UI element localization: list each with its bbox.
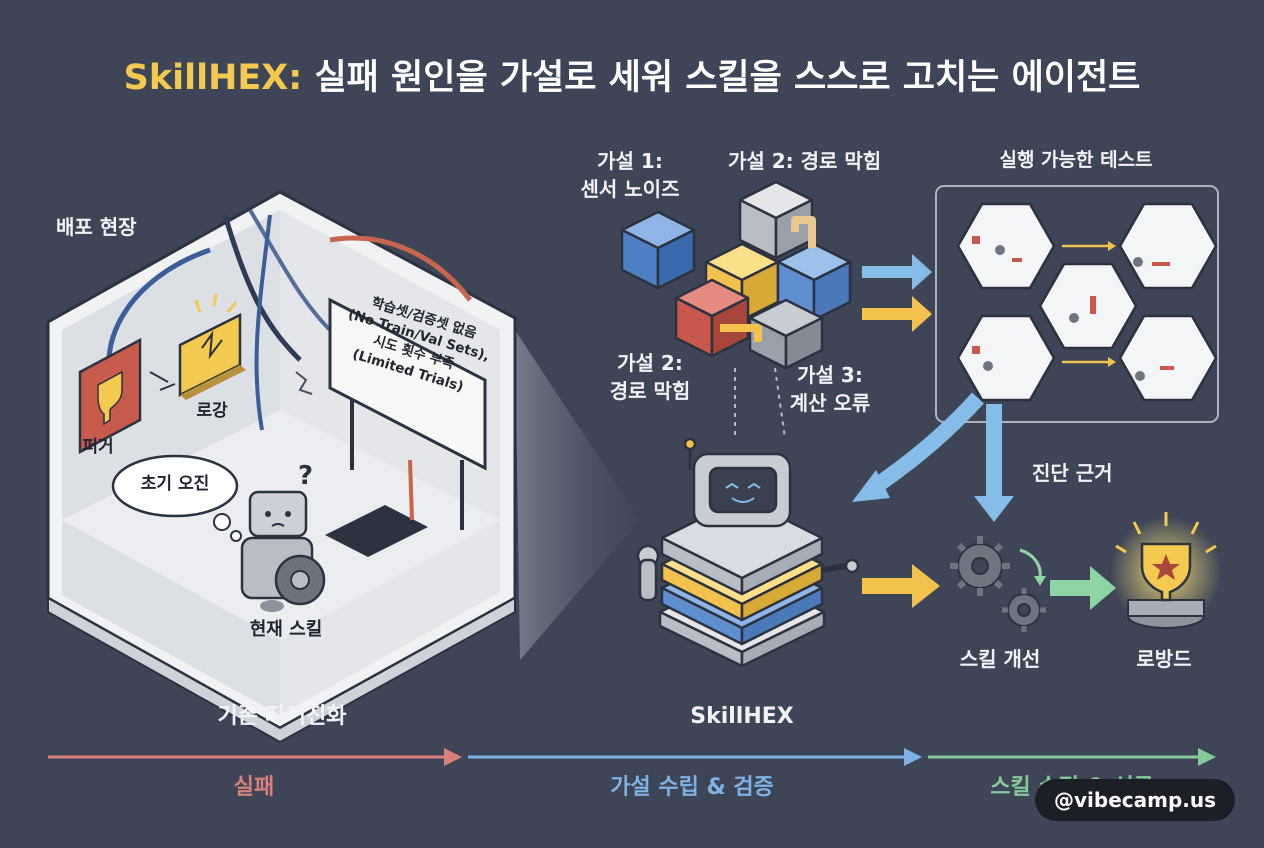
- dashed-link: [774, 367, 786, 439]
- phase-fail: 실패: [233, 775, 275, 800]
- hypothesis-1-desc: 센서 노이즈: [580, 177, 680, 201]
- title-highlight: SkillHEX:: [123, 58, 303, 98]
- phase-hypothesis: 가설 수립 & 검증: [610, 775, 774, 800]
- hypothesis-3-desc: 계산 오류: [789, 391, 871, 415]
- arrow-to-success: [1050, 566, 1116, 610]
- watermark-badge: @vibecamp.us: [1035, 779, 1235, 821]
- current-skill-label: 현재 스킬: [249, 619, 323, 640]
- arrow-back-to-agent: [865, 392, 984, 497]
- room-caption: 기존 자기진화: [217, 704, 347, 729]
- arrow-to-skill: [986, 404, 1002, 498]
- tests-label: 실행 가능한 테스트: [999, 149, 1153, 171]
- skill-b-label: 로강: [196, 401, 228, 421]
- arrow-to-gears: [862, 564, 940, 608]
- skillhex-robot: [636, 437, 860, 668]
- hypothesis-cubes: [620, 180, 852, 370]
- phase-timeline: [48, 748, 1216, 766]
- title-rest: 실패 원인을 가설로 세워 스킬을 스스로 고치는 에이전트: [302, 58, 1141, 98]
- deploy-label: 배포 현장: [56, 215, 137, 239]
- thought-bubble-text: 초기 오진: [140, 474, 210, 494]
- skill-a-label: 퍼거: [82, 437, 114, 457]
- success-label: 로방드: [1136, 647, 1192, 671]
- hypothesis-3-title: 가설 3:: [797, 363, 863, 387]
- page-title: SkillHEX: 실패 원인을 가설로 세워 스킬을 스스로 고치는 에이전트: [0, 58, 1264, 98]
- projection-cone: [515, 330, 640, 660]
- arrow-to-tests-yellow: [862, 296, 932, 332]
- hypothesis-2-desc: 경로 막힘: [609, 379, 691, 403]
- question-mark: ?: [298, 461, 314, 491]
- arrow-to-tests-blue: [862, 254, 932, 290]
- evidence-label: 진단 근거: [1032, 461, 1113, 485]
- hypothesis-2-title: 가설 2:: [617, 351, 683, 375]
- hypothesis-2-top: 가설 2: 경로 막힘: [728, 149, 882, 173]
- skill-improve-label: 스킬 개선: [959, 647, 1041, 671]
- trophy-icon: [1110, 512, 1222, 629]
- hypothesis-1-title: 가설 1:: [597, 149, 663, 173]
- agent-name: SkillHEX: [690, 704, 794, 729]
- deployment-room: [46, 190, 517, 744]
- gear-icon: [950, 536, 1046, 632]
- tests-panel: [935, 185, 1219, 423]
